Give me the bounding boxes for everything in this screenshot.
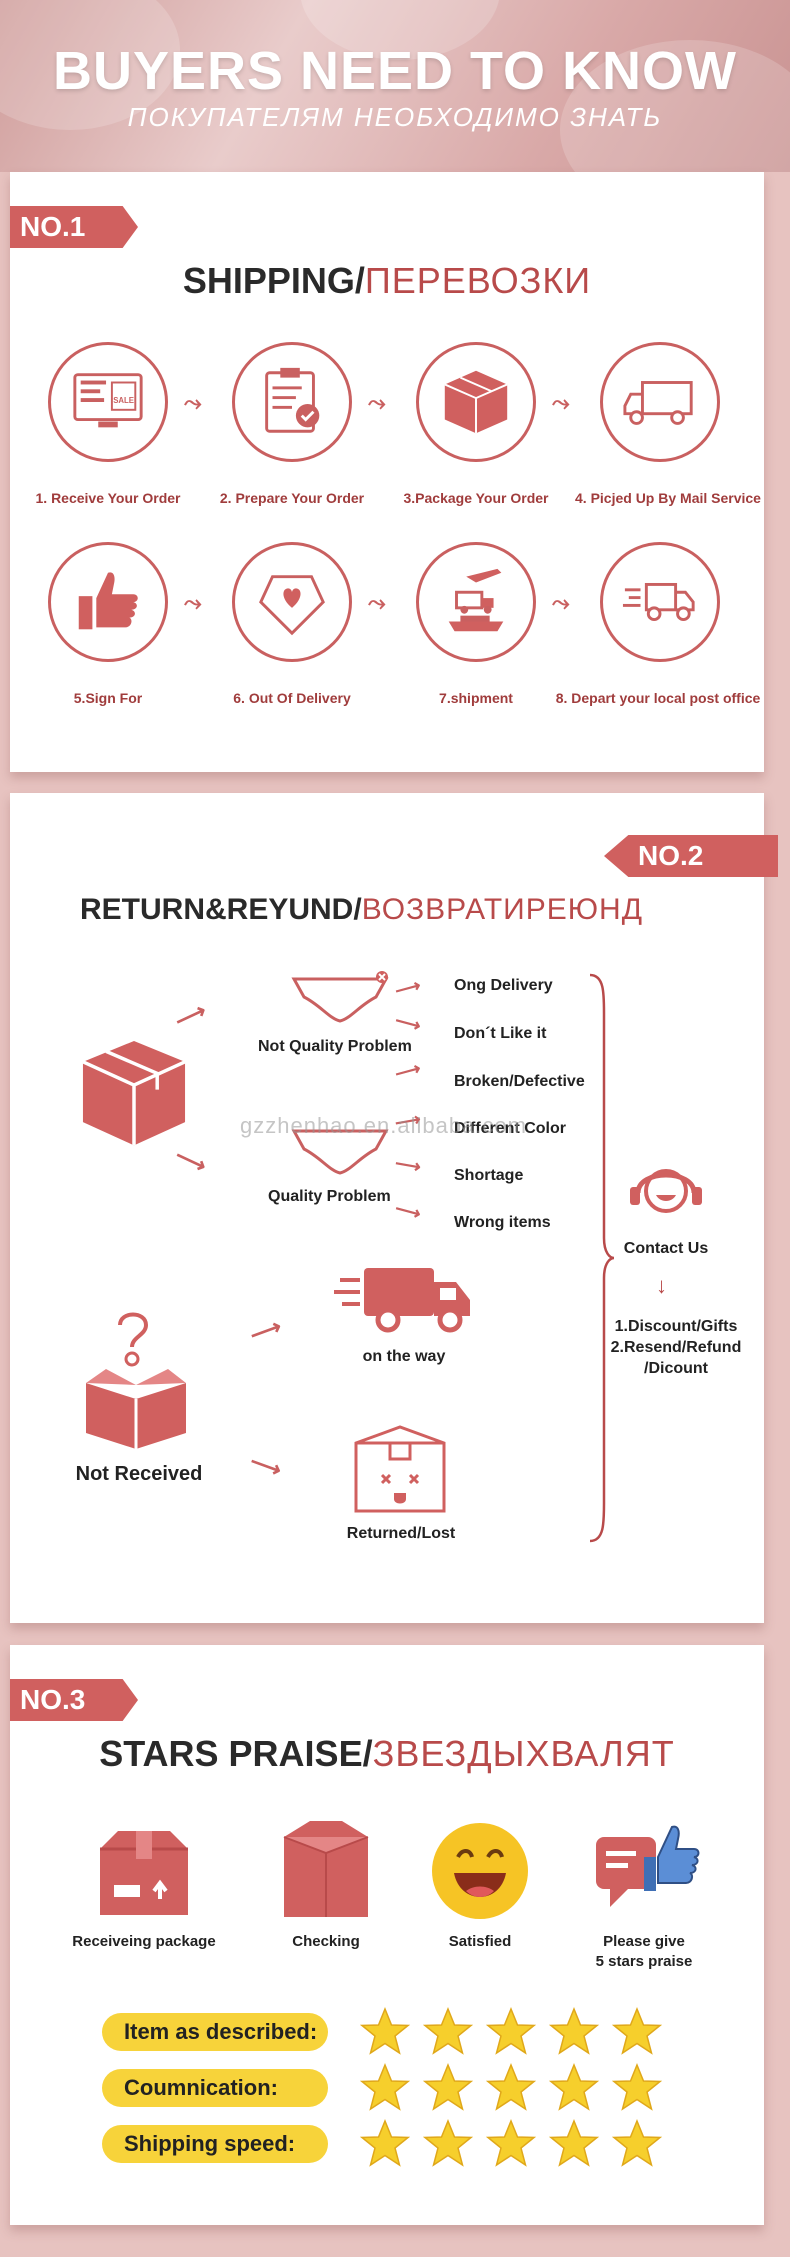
return-title: RETURN&REYUND/ВОЗВРАТИРЕЮНД xyxy=(80,893,644,926)
solution-line: 1.Discount/Gifts xyxy=(614,1318,738,1335)
icon-label: Please give xyxy=(603,1933,685,1950)
shipping-title: SHIPPING/ПЕРЕВОЗКИ xyxy=(182,260,592,301)
arrow-icon: ⤳ xyxy=(184,590,202,615)
section-tag-2: NO.2 xyxy=(604,835,778,877)
step-label: 4. Picjed Up By Mail Service xyxy=(575,490,761,506)
star-icon[interactable] xyxy=(612,2007,662,2057)
banner-title: BUYERS NEED TO KNOW xyxy=(52,41,738,101)
smiley-face-icon xyxy=(432,1823,528,1919)
step-label: 8. Depart your local post office xyxy=(555,690,761,706)
step-label: 6. Out Of Delivery xyxy=(233,690,351,706)
star-icon[interactable] xyxy=(360,2063,410,2113)
step-label: 7.shipment xyxy=(439,690,513,706)
quality-label: Quality Problem xyxy=(268,1188,391,1205)
arrow-icon: ⤳ xyxy=(552,590,570,615)
star-icon[interactable] xyxy=(360,2007,410,2057)
arrow-icon: ⟶ xyxy=(246,1313,285,1348)
shipping-section: NO.1 SHIPPING/ПЕРЕВОЗКИ SALE ⤳ ⤳ ⤳ 1. Re… xyxy=(10,172,764,772)
star-icon[interactable] xyxy=(549,2063,599,2113)
receive-order-icon: SALE xyxy=(48,342,168,462)
step-label: 3.Package Your Order xyxy=(403,490,549,506)
section-tag-1: NO.1 xyxy=(10,206,138,248)
arrow-icon: ⟶ xyxy=(393,1152,423,1178)
step-label: 5.Sign For xyxy=(73,690,143,706)
arrow-icon: ⤳ xyxy=(368,590,386,615)
star-icon[interactable] xyxy=(549,2007,599,2057)
underwear-icon xyxy=(291,1129,389,1175)
headset-icon xyxy=(630,1169,702,1213)
delivery-truck-icon xyxy=(600,542,720,662)
contact-label: Contact Us xyxy=(623,1240,709,1257)
reason-label: Shortage xyxy=(454,1167,524,1184)
checking-box-icon xyxy=(283,1821,369,1917)
solution-line: /Dicount xyxy=(644,1360,708,1377)
heart-box-icon xyxy=(232,542,352,662)
step-label: 2. Prepare Your Order xyxy=(219,490,365,506)
arrow-icon: ⟶ xyxy=(392,1198,424,1225)
arrow-icon: ↓ xyxy=(656,1273,667,1298)
arrow-icon: ⤳ xyxy=(552,390,570,415)
star-icon[interactable] xyxy=(360,2119,410,2169)
icon-label: Checking xyxy=(292,1933,360,1950)
open-box-question-icon xyxy=(86,1312,186,1449)
star-icon[interactable] xyxy=(486,2063,536,2113)
star-icon[interactable] xyxy=(612,2063,662,2113)
stars-section: NO.3 STARS PRAISE/ЗВЕЗДЫХВАЛЯТ Receivein… xyxy=(10,1645,764,2225)
arrow-icon: ⟶ xyxy=(392,1010,424,1037)
not-received-label: Not Received xyxy=(75,1463,203,1485)
on-the-way-label: on the way xyxy=(362,1348,446,1365)
package-box-icon xyxy=(82,1040,186,1146)
reason-label: Wrong items xyxy=(454,1214,551,1231)
star-icon[interactable] xyxy=(486,2007,536,2057)
not-quality-label: Not Quality Problem xyxy=(258,1038,412,1055)
speed-truck-icon xyxy=(334,1268,470,1333)
star-icon[interactable] xyxy=(423,2063,473,2113)
star-icon[interactable] xyxy=(423,2007,473,2057)
arrow-icon: ⟶ xyxy=(170,997,211,1034)
arrow-icon: ⤳ xyxy=(368,390,386,415)
rating-label: Item as described: xyxy=(102,2013,328,2051)
lost-box-icon xyxy=(354,1425,446,1513)
section-tag-3: NO.3 xyxy=(10,1679,138,1721)
arrow-icon: ⤳ xyxy=(184,390,202,415)
solution-line: 2.Resend/Refund xyxy=(610,1339,742,1356)
package-order-icon xyxy=(416,342,536,462)
returned-lost-label: Returned/Lost xyxy=(346,1525,456,1542)
stars-title: STARS PRAISE/ЗВЕЗДЫХВАЛЯТ xyxy=(99,1733,675,1774)
icon-label: Receiveing package xyxy=(72,1933,216,1950)
rating-label: Shipping speed: xyxy=(102,2125,328,2163)
return-section: NO.2 RETURN&REYUND/ВОЗВРАТИРЕЮНД ⟶ ⟶ Not… xyxy=(10,793,778,1623)
reason-label: Ong Delivery xyxy=(454,977,553,994)
step-label: 1. Receive Your Order xyxy=(35,490,181,506)
star-icon[interactable] xyxy=(423,2119,473,2169)
reason-label: Broken/Defective xyxy=(454,1073,585,1090)
svg-text:SALE: SALE xyxy=(113,396,134,405)
icon-label: Satisfied xyxy=(448,1933,512,1950)
arrow-icon: ⟶ xyxy=(246,1448,286,1483)
star-icon[interactable] xyxy=(549,2119,599,2169)
star-icon[interactable] xyxy=(486,2119,536,2169)
shipment-icon xyxy=(416,542,536,662)
thumbs-up-message-icon xyxy=(596,1825,700,1907)
arrow-icon: ⟶ xyxy=(392,975,423,1002)
icon-label-line2: 5 stars praise xyxy=(595,1953,693,1970)
banner-subtitle: ПОКУПАТЕЛЯМ НЕОБХОДИМО ЗНАТЬ xyxy=(127,102,663,132)
watermark: gzzhenhao.en.alibaba.com xyxy=(240,1113,527,1138)
receiving-package-icon xyxy=(100,1831,188,1915)
header-banner: BUYERS NEED TO KNOW ПОКУПАТЕЛЯМ НЕОБХОДИ… xyxy=(0,0,790,172)
mail-truck-icon xyxy=(600,342,720,462)
arrow-icon: ⟶ xyxy=(392,1058,423,1085)
rating-label: Coumnication: xyxy=(102,2069,328,2107)
thumbs-up-icon xyxy=(48,542,168,662)
star-icon[interactable] xyxy=(612,2119,662,2169)
underwear-icon xyxy=(291,971,389,1023)
reason-label: Different Color xyxy=(454,1120,566,1137)
bracket-divider xyxy=(589,973,615,1543)
reason-label: Don´t Like it xyxy=(454,1025,547,1042)
prepare-order-icon xyxy=(232,342,352,462)
